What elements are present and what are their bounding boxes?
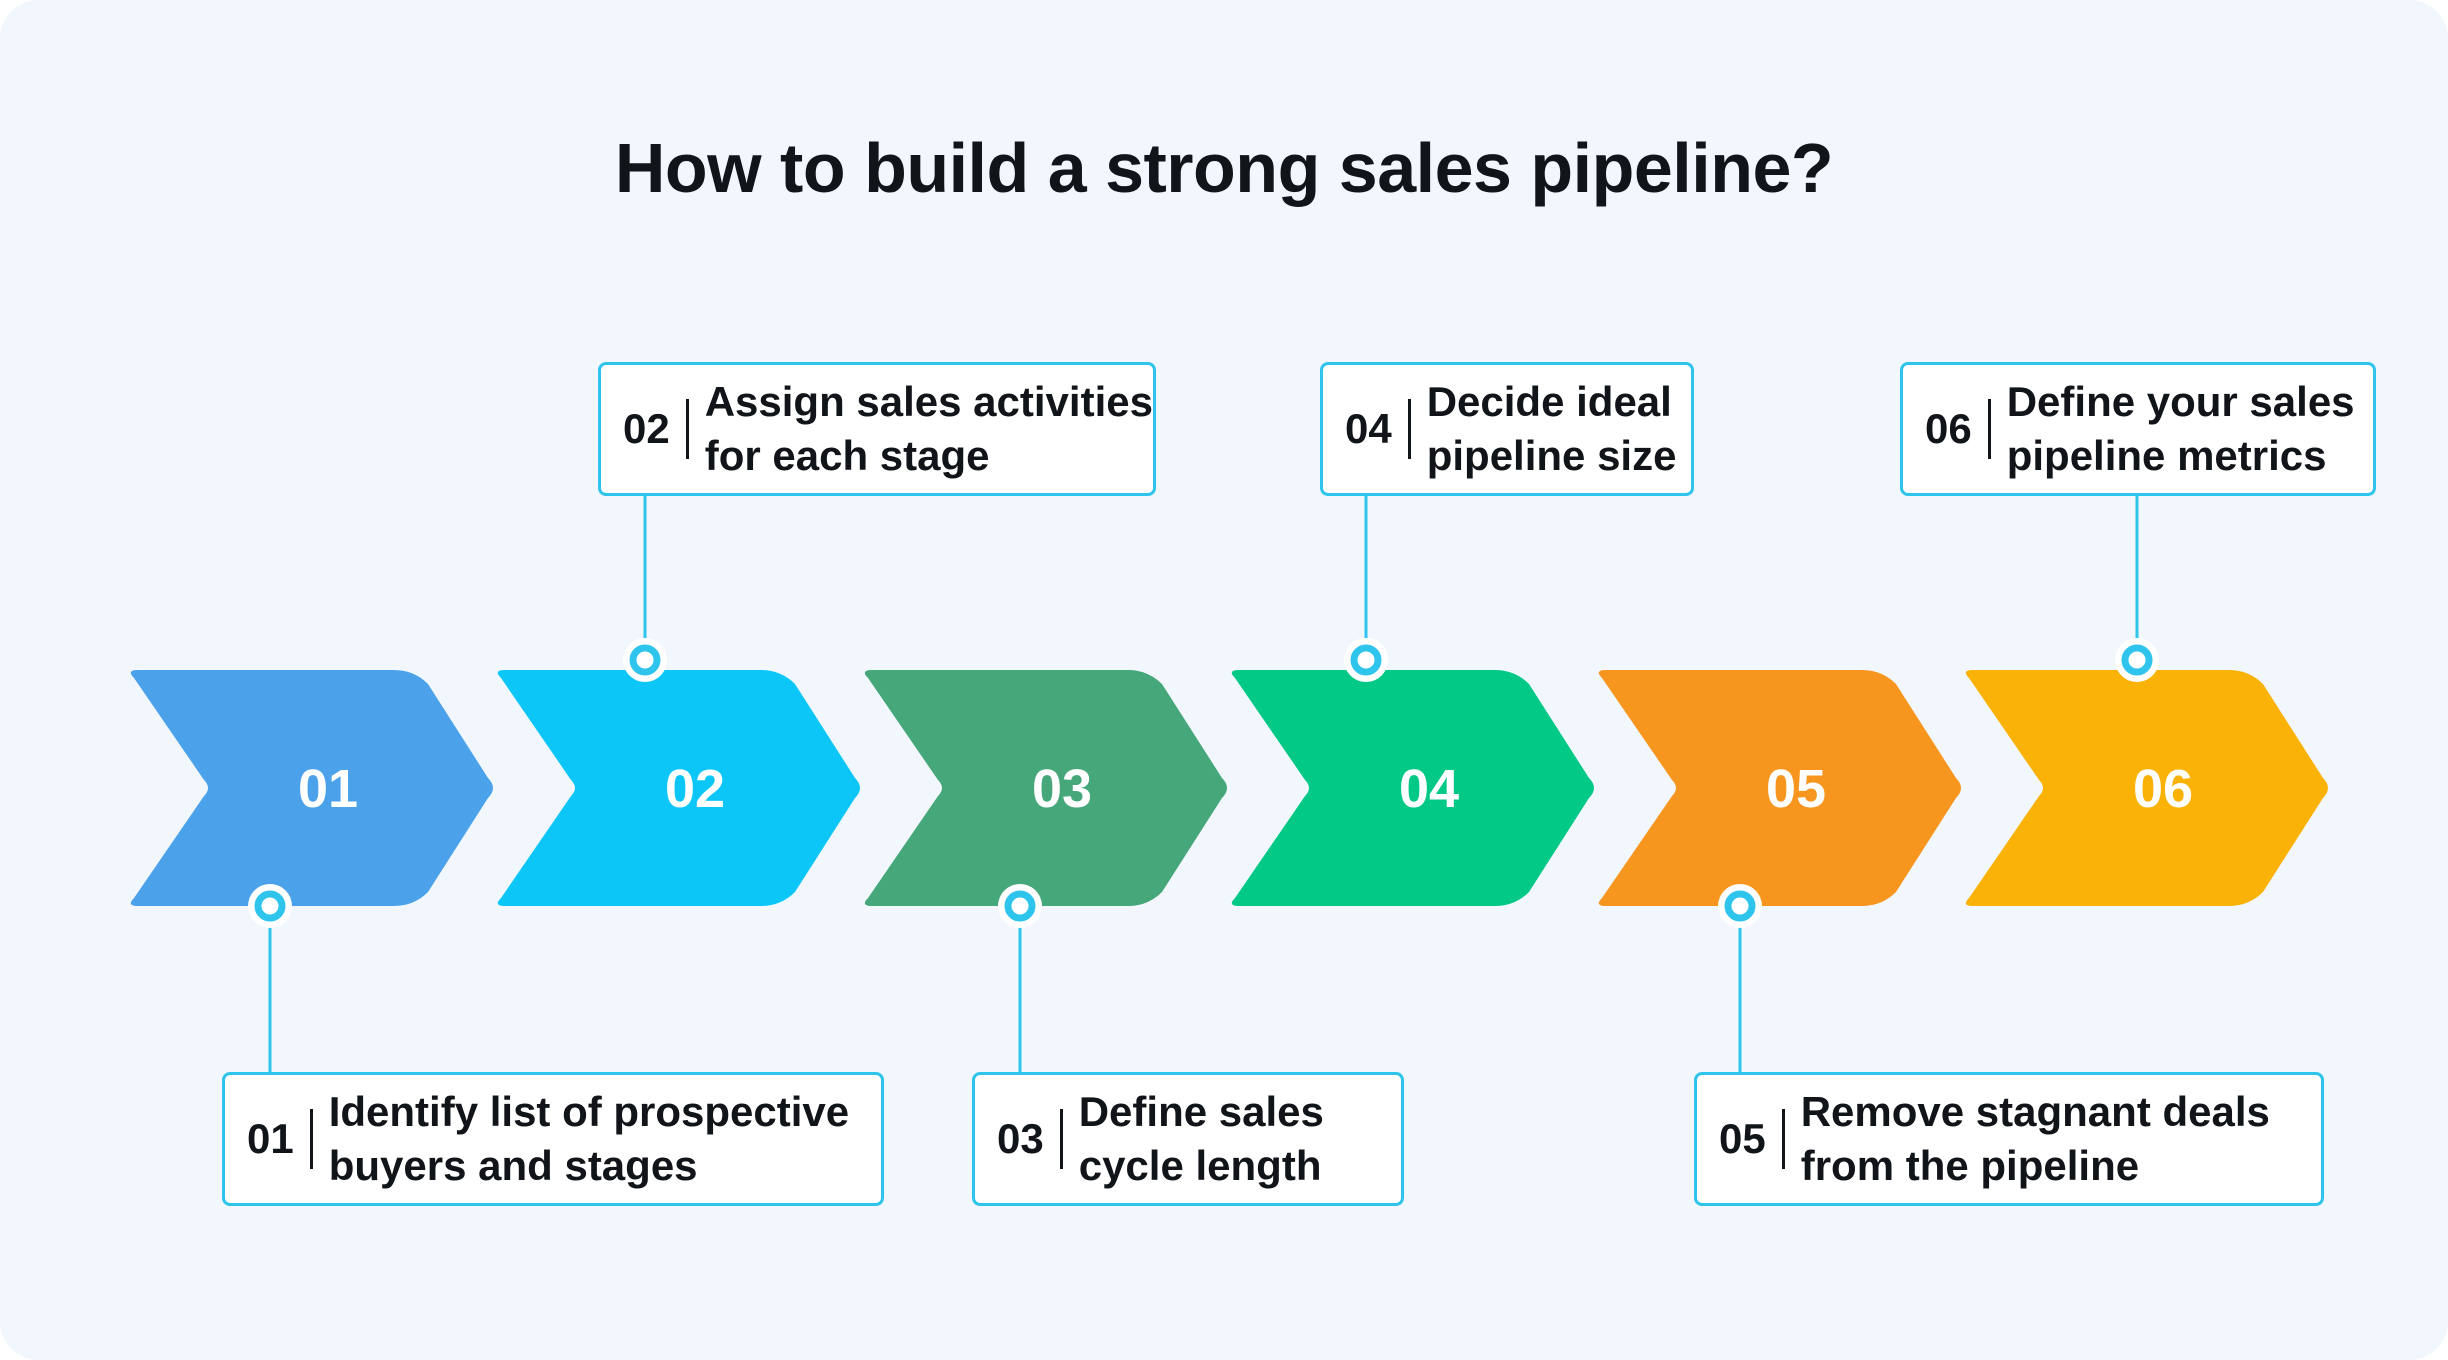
connector-dot [1350, 644, 1382, 676]
chevron-03 [864, 670, 1227, 906]
step-card-01: 01 Identify list of prospective buyers a… [222, 1072, 884, 1206]
connector-dot [2121, 644, 2153, 676]
step-number: 01 [247, 1109, 313, 1169]
connector-dot [629, 644, 661, 676]
step-number: 05 [1719, 1109, 1785, 1169]
step-card-03: 03 Define sales cycle length [972, 1072, 1404, 1206]
chevron-04 [1231, 670, 1594, 906]
step-text: Identify list of prospective buyers and … [328, 1088, 850, 1189]
chevron-06 [1965, 670, 2328, 906]
step-text: Define your sales pipeline metrics [2006, 378, 2355, 479]
page-title: How to build a strong sales pipeline? [614, 129, 1834, 207]
step-number: 02 [623, 399, 689, 459]
step-text: Define sales cycle length [1078, 1088, 1324, 1189]
connector-dot [1724, 890, 1756, 922]
chevron-label: 05 [1766, 759, 1826, 819]
connector-dot [1004, 890, 1036, 922]
chevron-label: 06 [2133, 759, 2193, 819]
chevron-01 [130, 670, 494, 906]
chevron-label: 03 [1032, 759, 1092, 819]
step-card-04: 04 Decide ideal pipeline size [1320, 362, 1694, 496]
step-text: Remove stagnant deals from the pipeline [1800, 1088, 2270, 1189]
chevron-02 [497, 670, 860, 906]
step-number: 04 [1345, 399, 1411, 459]
step-card-02: 02 Assign sales activities for each stag… [598, 362, 1156, 496]
chevron-05 [1598, 670, 1961, 906]
step-number: 03 [997, 1109, 1063, 1169]
step-text: Assign sales activities for each stage [704, 378, 1153, 479]
chevron-label: 01 [298, 759, 358, 819]
step-number: 06 [1925, 399, 1991, 459]
connector-dot [254, 890, 286, 922]
chevron-label: 04 [1399, 759, 1459, 819]
step-text: Decide ideal pipeline size [1426, 378, 1677, 479]
step-card-06: 06 Define your sales pipeline metrics [1900, 362, 2376, 496]
step-card-05: 05 Remove stagnant deals from the pipeli… [1694, 1072, 2324, 1206]
chevron-label: 02 [665, 759, 725, 819]
